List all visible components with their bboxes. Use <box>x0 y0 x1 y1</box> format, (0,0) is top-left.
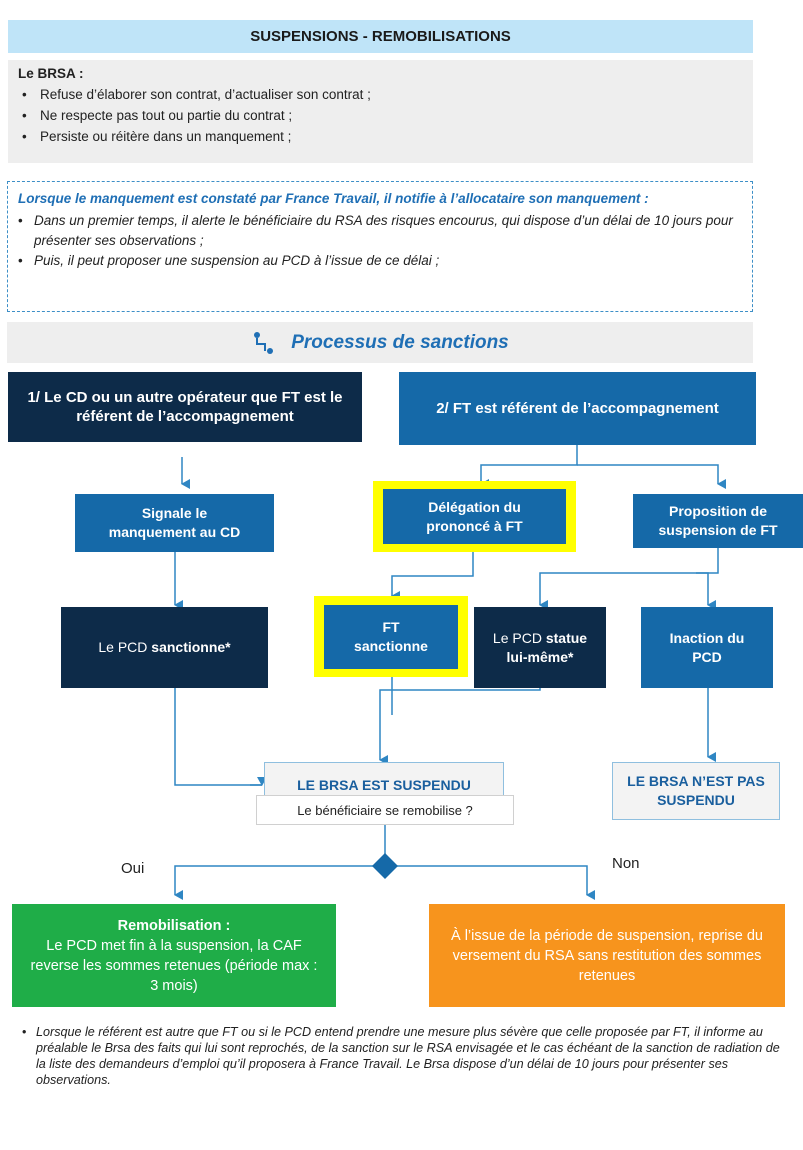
notice-box: Lorsque le manquement est constaté par F… <box>7 181 753 312</box>
footnote-item: Lorsque le référent est autre que FT ou … <box>22 1024 782 1088</box>
pcd-sanctionne-box: Le PCD sanctionne* <box>61 607 268 688</box>
non-suspendu-label: LE BRSA N’EST PAS SUSPENDU <box>627 773 765 808</box>
flow-icon <box>254 331 274 354</box>
decision-diamond <box>372 853 398 879</box>
process-label: Processus de sanctions <box>291 331 509 353</box>
remobilisation-text: Le PCD met fin à la suspension, la CAF r… <box>30 937 318 994</box>
case2-box: 2/ FT est référent de l’accompagnement <box>399 372 756 445</box>
issue-text: À l’issue de la période de suspension, r… <box>451 927 763 984</box>
page-title: SUSPENSIONS - REMOBILISATIONS <box>8 20 753 53</box>
pcd-statue-label: Le PCD statue lui-même* <box>492 629 588 665</box>
case1-label: 1/ Le CD ou un autre opérateur que FT es… <box>27 389 343 425</box>
oui-label: Oui <box>121 860 145 877</box>
non-suspendu-box: LE BRSA N’EST PAS SUSPENDU <box>612 762 780 820</box>
list-item: Ne respecte pas tout ou partie du contra… <box>18 105 743 126</box>
question-box: Le bénéficiaire se remobilise ? <box>256 795 514 825</box>
brsa-heading: Le BRSA : <box>18 66 84 81</box>
delegation-label: Délégation du prononcé à FT <box>426 498 523 534</box>
list-item: Puis, il peut proposer une suspension au… <box>18 251 742 271</box>
notice-heading: Lorsque le manquement est constaté par F… <box>18 191 649 206</box>
brsa-list: Refuse d’élaborer son contrat, d’actuali… <box>18 84 743 147</box>
issue-box: À l’issue de la période de suspension, r… <box>429 904 785 1007</box>
ft-sanctionne-label: FT sanctionne <box>354 619 428 654</box>
suspendu-label: LE BRSA EST SUSPENDU <box>297 777 471 793</box>
footnote: Lorsque le référent est autre que FT ou … <box>22 1024 782 1088</box>
case1-box: 1/ Le CD ou un autre opérateur que FT es… <box>8 372 362 442</box>
list-item: Refuse d’élaborer son contrat, d’actuali… <box>18 84 743 105</box>
proposition-label: Proposition de suspension de FT <box>658 503 778 538</box>
pcd-sanctionne-label: Le PCD sanctionne* <box>98 639 231 655</box>
delegation-box: Délégation du prononcé à FT <box>383 489 566 544</box>
remobilisation-title: Remobilisation : <box>117 917 231 934</box>
remobilisation-box: Remobilisation : Le PCD met fin à la sus… <box>12 904 336 1007</box>
process-header: Processus de sanctions <box>7 322 753 363</box>
pcd-statue-box: Le PCD statue lui-même* <box>474 607 606 688</box>
list-item: Persiste ou réitère dans un manquement ; <box>18 126 743 147</box>
notice-list: Dans un premier temps, il alerte le béné… <box>18 211 742 271</box>
brsa-conditions-box: Le BRSA : Refuse d’élaborer son contrat,… <box>8 60 753 163</box>
inaction-label: Inaction du PCD <box>669 629 745 665</box>
non-label: Non <box>612 855 640 872</box>
case2-label: 2/ FT est référent de l’accompagnement <box>436 400 719 417</box>
question-label: Le bénéficiaire se remobilise ? <box>297 802 473 818</box>
ft-sanctionne-box: FT sanctionne <box>324 605 458 669</box>
list-item: Dans un premier temps, il alerte le béné… <box>18 211 742 251</box>
signale-box: Signale le manquement au CD <box>75 494 274 552</box>
signale-label: Signale le manquement au CD <box>108 505 241 540</box>
proposition-box: Proposition de suspension de FT <box>633 494 803 548</box>
inaction-box: Inaction du PCD <box>641 607 773 688</box>
